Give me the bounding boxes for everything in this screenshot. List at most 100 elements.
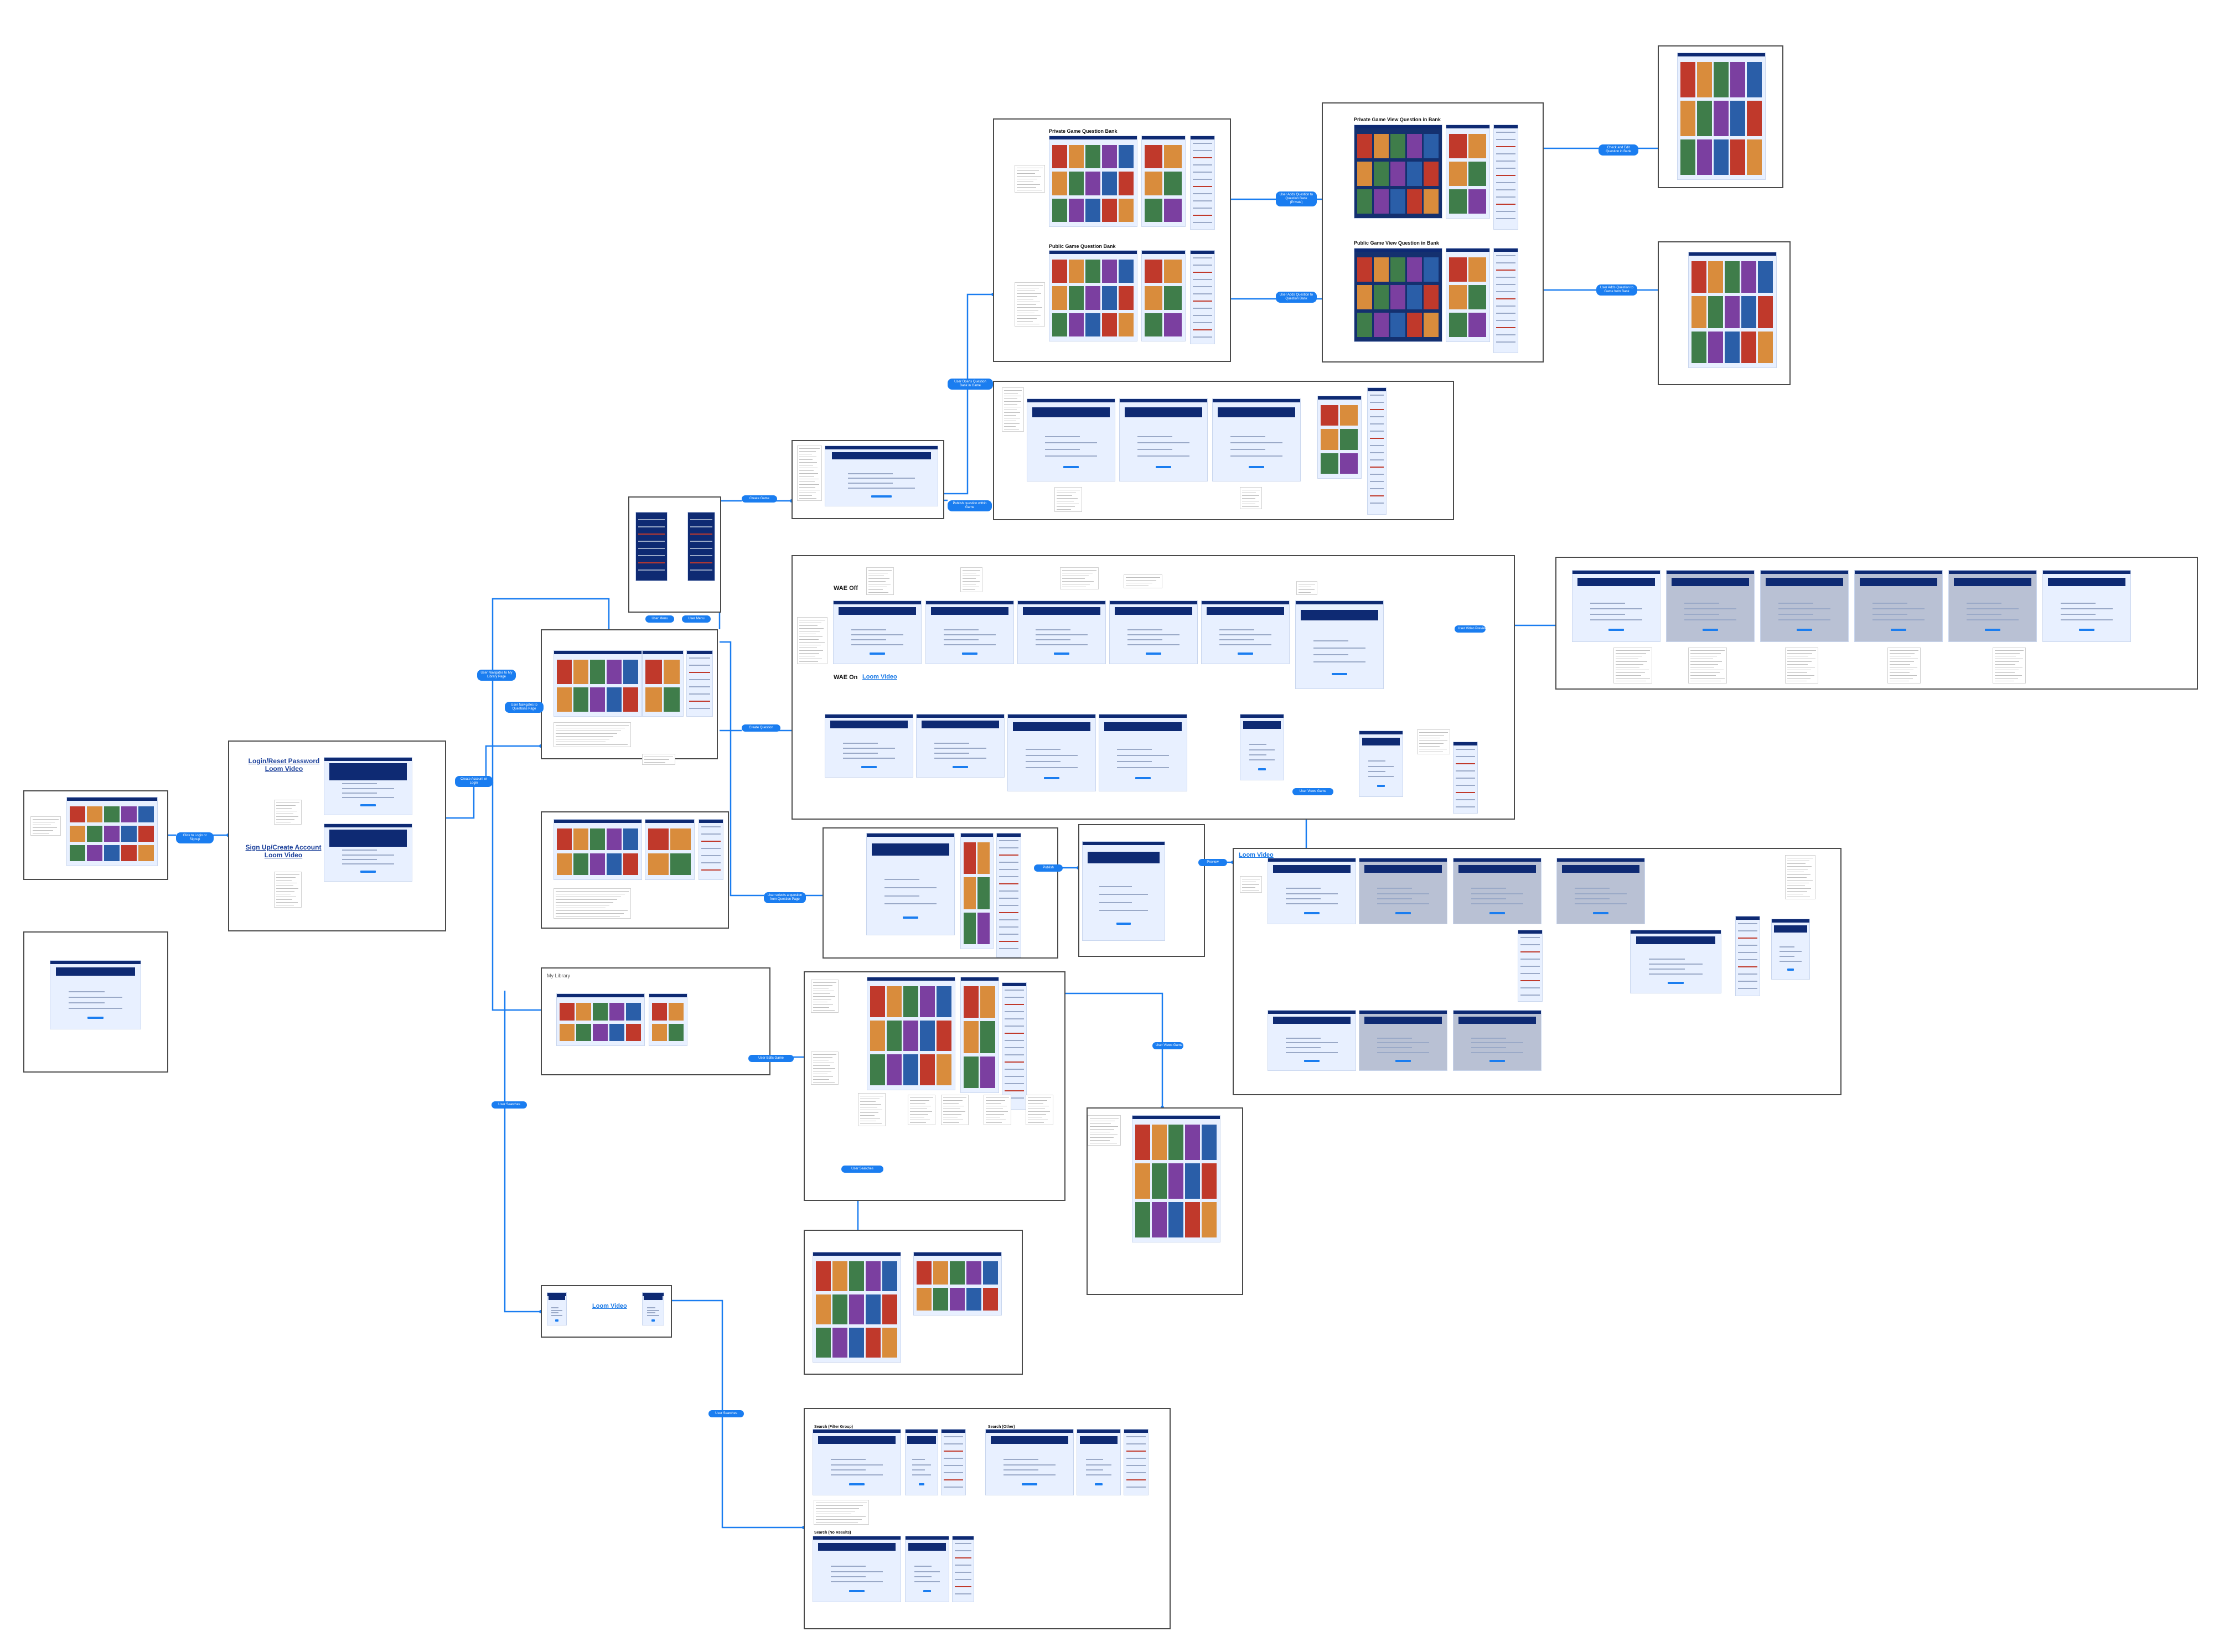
pill-navigates-questions[interactable]: User Navigates to Questions Page — [505, 702, 544, 713]
pill-user-edits[interactable]: User Edits Game — [748, 1055, 794, 1062]
note-line — [1787, 678, 1810, 679]
note-line — [963, 570, 980, 571]
screen-tile — [1145, 145, 1162, 169]
screen-mockup — [952, 1536, 974, 1602]
screen-mockup — [1677, 53, 1766, 180]
pill-publish-question[interactable]: Publish question within Game — [948, 500, 992, 511]
screen-tile — [1468, 257, 1486, 282]
signup-loom-link[interactable]: Loom Video — [264, 851, 303, 859]
screen-nav-bar — [917, 714, 1004, 718]
pill-create-account[interactable]: Create Account or Login — [455, 776, 493, 787]
screen-tile — [1407, 257, 1422, 282]
note-line — [1787, 880, 1813, 881]
screen-line — [884, 903, 937, 905]
pill-add-private[interactable]: User Adds Question to Question Bank (Pri… — [1276, 191, 1317, 206]
search-no-results-title: Search (No Results) — [814, 1531, 851, 1535]
screen-line — [1370, 474, 1384, 475]
screen-line — [1377, 898, 1412, 899]
pill-preview[interactable]: Preview — [1198, 859, 1227, 866]
screen-line — [1005, 1033, 1024, 1034]
screen-tile — [623, 660, 638, 684]
pill-user-searches[interactable]: User Searches — [841, 1166, 883, 1173]
screen-line — [1230, 442, 1283, 444]
pill-user-searches2[interactable]: User Searches — [492, 1101, 527, 1109]
screen-button — [1063, 466, 1079, 469]
note-line — [1690, 661, 1722, 662]
screen-nav-bar — [942, 1430, 965, 1433]
pill-check-edit[interactable]: Check and Edit Question in Bank — [1599, 144, 1638, 156]
screen-line — [1368, 760, 1385, 762]
note-line — [1028, 1114, 1047, 1115]
screen-line — [1370, 438, 1384, 439]
screen-mockup — [1077, 1429, 1121, 1495]
screen-line — [934, 742, 969, 744]
screen-tile — [121, 845, 137, 861]
screen-tile — [1164, 313, 1182, 336]
note-line — [276, 816, 299, 817]
note-line — [1616, 653, 1646, 654]
pill-select-question[interactable]: User selects a question from Question Pa… — [764, 892, 806, 903]
screen-tile — [1202, 1125, 1217, 1160]
screen-mockup — [645, 819, 695, 880]
screen-hero — [908, 1542, 946, 1551]
screen-tile — [1390, 313, 1405, 337]
screen-line — [690, 569, 712, 571]
public-view-title: Public Game View Question in Bank — [1354, 240, 1439, 246]
pill-user-menu-a[interactable]: User Menu — [645, 615, 674, 623]
screen-tile — [1424, 189, 1439, 214]
screen-tile — [1185, 1163, 1200, 1199]
pill-user-views-game[interactable]: User Views Game — [1292, 788, 1333, 795]
screen-line — [1193, 157, 1212, 158]
screen-nav-bar — [643, 1293, 664, 1296]
screen-line — [2060, 619, 2113, 621]
pill-add-public[interactable]: User Adds Question to Game from Bank — [1596, 284, 1637, 296]
screen-tile — [1085, 286, 1100, 310]
screen-mockup — [1295, 600, 1384, 689]
pill-click-login[interactable]: Click to Login or Signup — [176, 832, 214, 843]
screen-line — [1496, 327, 1515, 328]
note-line — [644, 762, 665, 763]
screen-button — [1608, 628, 1625, 631]
screen-line — [830, 1464, 883, 1465]
screen-line — [1193, 322, 1212, 323]
screen-button — [87, 1016, 104, 1019]
screen-nav-bar — [1667, 571, 1754, 574]
login-loom-link[interactable]: Loom Video — [265, 765, 303, 773]
screen-line — [1370, 459, 1384, 460]
screen-line — [1496, 132, 1515, 133]
screen-mockup — [1493, 248, 1518, 353]
screen-button — [1135, 777, 1151, 780]
loom-video-preview-link[interactable]: Loom Video — [1239, 852, 1274, 858]
screen-nav-bar — [1049, 251, 1137, 254]
screen-line — [1137, 455, 1190, 457]
note-line — [1787, 888, 1812, 889]
screen-line — [1648, 963, 1703, 965]
pill-navigates-library[interactable]: User Navigates to My Library Page — [477, 670, 516, 681]
pill-user-views-game2[interactable]: User Views Game — [1152, 1042, 1183, 1049]
pill-add-bank[interactable]: User Adds Question to Question Bank — [1276, 292, 1317, 303]
pill-video-preview[interactable]: User Video Preview — [1455, 625, 1487, 633]
wae-on-loom-link[interactable]: Loom Video — [862, 674, 897, 680]
screen-nav-bar — [1240, 714, 1284, 718]
screen-mockup — [1354, 125, 1442, 219]
screen-line — [884, 879, 919, 881]
note-line — [1017, 321, 1033, 322]
screen-line — [943, 629, 979, 630]
screen-line — [1574, 898, 1610, 899]
pill-open-bank[interactable]: User Opens Question Bank in Game — [948, 379, 993, 390]
note-line — [799, 495, 812, 496]
screen-hero — [1458, 1016, 1536, 1024]
screen-line — [2060, 602, 2096, 604]
pill-publish[interactable]: Publish — [1034, 864, 1063, 872]
screen-nav-bar — [1453, 858, 1541, 862]
screen-tile — [652, 1003, 667, 1021]
screen-tile — [590, 660, 605, 684]
screen-button — [1984, 628, 2001, 631]
screen-tile — [1357, 257, 1372, 282]
screen-line — [1370, 395, 1384, 396]
pill-create-game[interactable]: Create Game — [742, 495, 777, 503]
loom-video-library-link[interactable]: Loom Video — [592, 1303, 627, 1309]
pill-create-question[interactable]: Create Question — [742, 724, 780, 732]
pill-search-bottom[interactable]: User Searches — [708, 1410, 744, 1417]
pill-user-menu-b[interactable]: User Menu — [682, 615, 711, 623]
